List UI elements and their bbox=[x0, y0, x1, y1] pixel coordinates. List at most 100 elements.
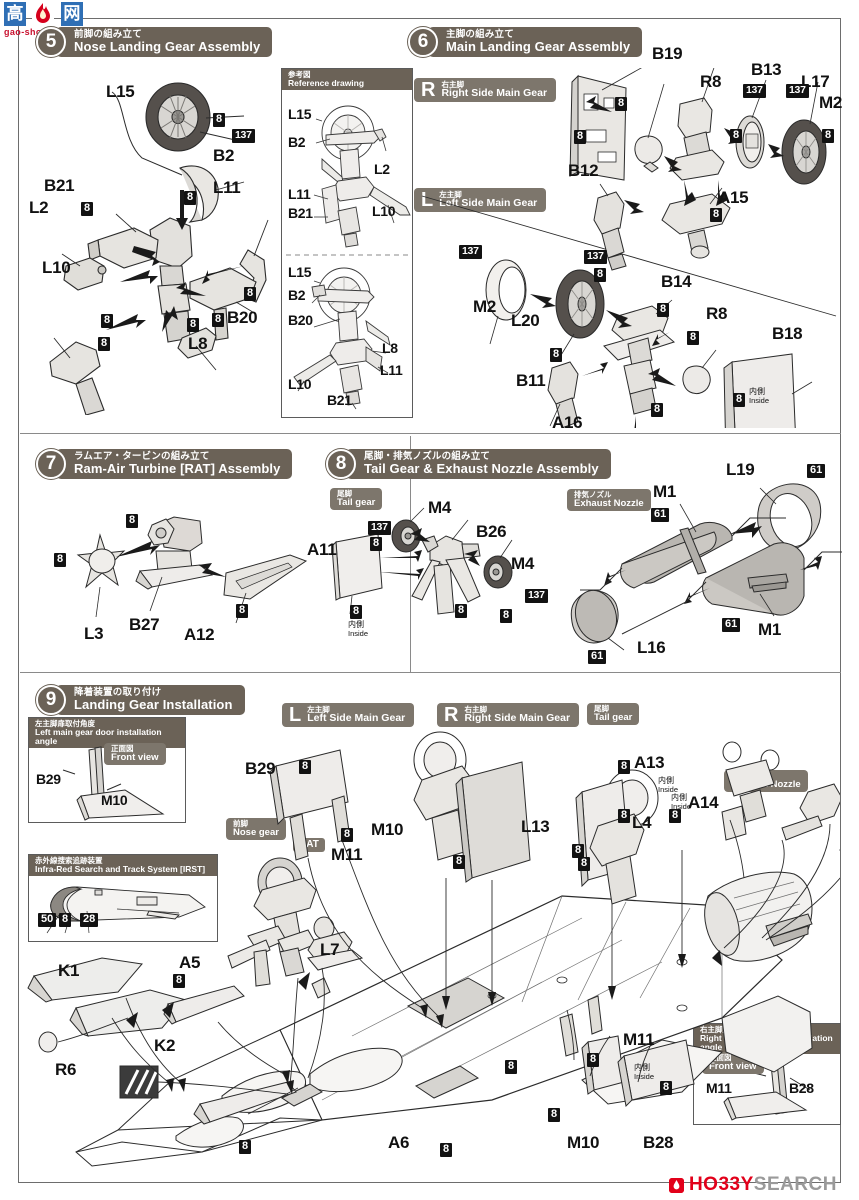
step-header-6: 6 主脚の組み立て Main Landing Gear Assembly bbox=[408, 26, 643, 58]
irst-nose-art bbox=[46, 886, 206, 934]
paint-chip-8: 8 bbox=[822, 129, 835, 143]
step-title-en-9: Landing Gear Installation bbox=[74, 697, 233, 713]
left-door-angle-en: Left main gear door installation angle bbox=[35, 726, 162, 746]
paint-chip-8: 8 bbox=[187, 318, 200, 332]
step-header-5: 5 前脚の組み立て Nose Landing Gear Assembly bbox=[36, 26, 273, 58]
part-label-M11-main: M11 bbox=[331, 845, 363, 864]
part-label-B12: B12 bbox=[568, 161, 599, 180]
step-title-en-7: Ram-Air Turbine [RAT] Assembly bbox=[74, 461, 281, 477]
tag-nose-gear-jp: 前脚 bbox=[233, 819, 248, 828]
flame-icon bbox=[32, 2, 55, 26]
paint-chip-8: 8 bbox=[173, 974, 186, 988]
part-label-K1: K1 bbox=[58, 961, 80, 980]
paint-chip-8: 8 bbox=[618, 809, 631, 823]
badge-en-left-step9: Left Side Main Gear bbox=[307, 712, 406, 725]
rat-pill: RAT bbox=[293, 838, 325, 852]
paint-chip-8: 8 bbox=[710, 208, 723, 222]
part-label-L19: L19 bbox=[726, 460, 755, 479]
paint-chip-137: 137 bbox=[459, 245, 482, 259]
tag-exhaust-nozzle-step9: 排気ノズル Exhaust Nozzle bbox=[724, 770, 808, 792]
step-number-5: 5 bbox=[36, 27, 66, 57]
paint-chip-137: 137 bbox=[368, 521, 391, 535]
paint-chip-8: 8 bbox=[59, 913, 72, 927]
inside-note-en: Inside bbox=[671, 801, 692, 811]
paint-chip-8: 8 bbox=[213, 113, 226, 127]
badge-letter-R: R bbox=[421, 79, 436, 101]
watermark-char-1: 高 bbox=[4, 2, 26, 26]
paint-chip-8: 8 bbox=[184, 191, 197, 205]
ref-label-L15: L15 bbox=[288, 106, 312, 122]
tag-tail-gear-step9: 尾脚 Tail gear bbox=[587, 703, 640, 725]
paint-chip-50: 50 bbox=[38, 913, 57, 927]
paint-chip-8: 8 bbox=[587, 1053, 600, 1067]
page-border-top bbox=[18, 18, 841, 19]
tag-nose-gear-en: Nose gear bbox=[233, 826, 279, 838]
paint-chip-8: 8 bbox=[572, 844, 585, 858]
part-label-B26: B26 bbox=[476, 522, 507, 541]
paint-chip-8: 8 bbox=[236, 604, 249, 618]
badge-text-left: 左主脚 Left Side Main Gear bbox=[439, 190, 537, 210]
paint-chip-8: 8 bbox=[54, 553, 67, 567]
part-label-M2-right: M2 bbox=[819, 93, 843, 112]
tag-front-view-right: 正面図 Front view bbox=[702, 1052, 764, 1074]
step-header-7: 7 ラムエア・タービンの組み立て Ram-Air Turbine [RAT] A… bbox=[36, 448, 293, 480]
tag-tail-gear-jp: 尾脚 bbox=[337, 489, 352, 498]
part-label-M4-left: M4 bbox=[428, 498, 452, 517]
inside-note-jp: 内側 bbox=[658, 776, 674, 785]
badge-right-side-main-gear-step9: R 右主脚 Right Side Main Gear bbox=[437, 703, 580, 727]
part-label-A15: A15 bbox=[718, 188, 749, 207]
part-label-R8: R8 bbox=[700, 72, 722, 91]
inside-note-step9-b: 内側 Inside bbox=[671, 793, 692, 811]
irst-panel-en: Infra-Red Search and Track System [IRST] bbox=[35, 863, 206, 874]
ref-label-B20-b: B20 bbox=[288, 312, 313, 328]
paint-chip-8: 8 bbox=[660, 1081, 673, 1095]
flame-icon-svg bbox=[32, 2, 55, 26]
ref-label-L11: L11 bbox=[288, 186, 311, 202]
badge-letter-R-step9: R bbox=[444, 704, 459, 726]
part-label-M10-panel: M10 bbox=[101, 792, 128, 808]
watermark-gaoshou: 高 网 gao-shou.com bbox=[4, 2, 90, 48]
part-label-A12: A12 bbox=[184, 625, 215, 644]
inside-note-step6: 内側 Inside bbox=[749, 387, 769, 405]
part-label-M11-panel: M11 bbox=[706, 1080, 732, 1096]
badge-left-main-gear: L 左主脚 Left Side Main Gear bbox=[414, 188, 547, 212]
irst-panel-jp: 赤外線捜索追跡装置 bbox=[35, 856, 103, 865]
part-label-L2: L2 bbox=[29, 198, 49, 217]
step-title-jp-7: ラムエア・タービンの組み立て bbox=[74, 451, 210, 463]
step-title-jp-9: 降着装置の取り付け bbox=[74, 687, 162, 699]
paint-chip-8: 8 bbox=[440, 1143, 453, 1157]
paint-chip-8: 8 bbox=[550, 348, 563, 362]
paint-chip-8: 8 bbox=[453, 855, 466, 869]
step-number-8: 8 bbox=[326, 449, 356, 479]
part-label-B11: B11 bbox=[516, 371, 546, 390]
part-label-R6: R6 bbox=[55, 1060, 77, 1079]
part-label-M11-lower: M11 bbox=[623, 1030, 655, 1049]
part-label-K2: K2 bbox=[154, 1036, 176, 1055]
ref-label-L11-b: L11 bbox=[380, 362, 403, 378]
tag-tail-gear-en: Tail gear bbox=[337, 496, 376, 508]
part-label-B28-panel: B28 bbox=[789, 1080, 814, 1096]
part-label-L4: L4 bbox=[632, 813, 652, 832]
step-title-9: 降着装置の取り付け Landing Gear Installation bbox=[56, 685, 245, 715]
paint-chip-8: 8 bbox=[299, 760, 312, 774]
tag-exhaust-nozzle-jp: 排気ノズル bbox=[574, 490, 612, 499]
left-door-angle-jp: 左主脚扉取付角度 bbox=[35, 719, 95, 728]
part-label-M2-left: M2 bbox=[473, 297, 497, 316]
part-label-B13: B13 bbox=[751, 60, 782, 79]
reference-panel-header: 参考図 Reference drawing bbox=[282, 69, 412, 90]
ref-label-L8-b: L8 bbox=[382, 340, 398, 356]
ref-label-B2: B2 bbox=[288, 134, 306, 150]
part-label-L11: L11 bbox=[213, 178, 241, 197]
front-view-jp-left: 正面図 bbox=[111, 744, 134, 753]
part-label-M1-bottom: M1 bbox=[758, 620, 782, 639]
paint-chip-61: 61 bbox=[807, 464, 826, 478]
part-label-B14: B14 bbox=[661, 272, 692, 291]
paint-chip-137: 137 bbox=[786, 84, 809, 98]
paint-chip-8: 8 bbox=[730, 129, 743, 143]
paint-chip-61: 61 bbox=[651, 508, 670, 522]
page-border-left bbox=[18, 18, 19, 1183]
inside-note-en: Inside bbox=[658, 784, 679, 794]
part-label-B21: B21 bbox=[44, 176, 75, 195]
badge-en-right: Right Side Main Gear bbox=[441, 87, 548, 100]
part-label-A11: A11 bbox=[307, 540, 337, 559]
